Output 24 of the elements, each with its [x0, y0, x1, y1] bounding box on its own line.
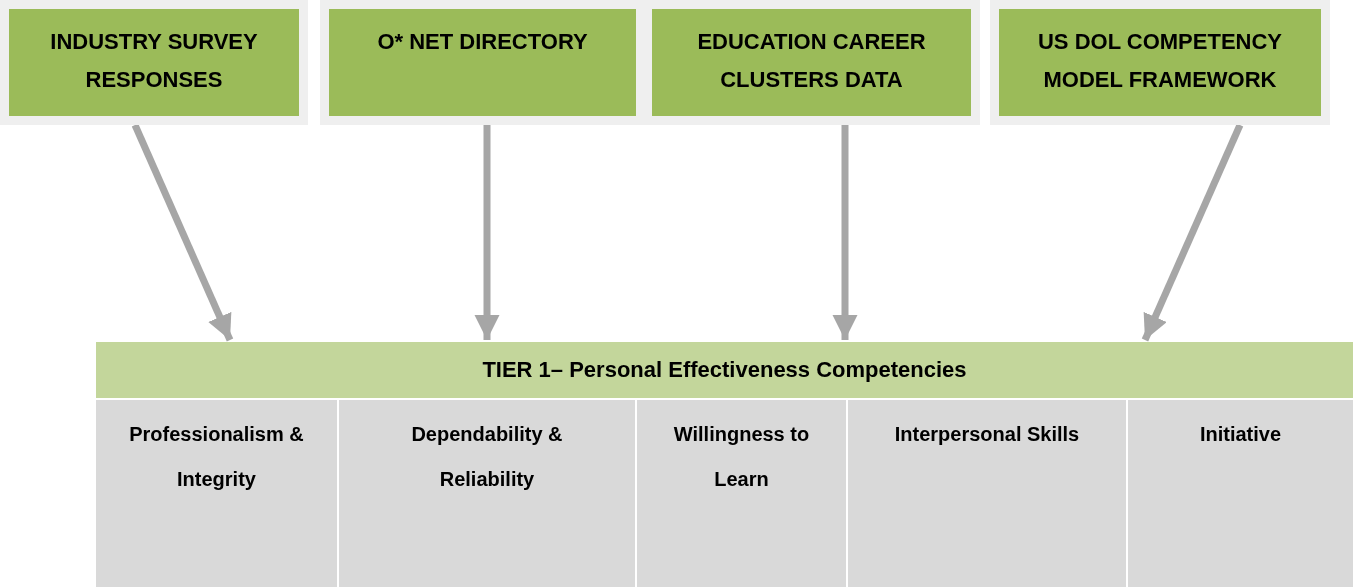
- competency-name: Interpersonal Skills: [894, 422, 1080, 447]
- source-box: [0, 0, 308, 125]
- arrow: [832, 125, 858, 340]
- source-box: [320, 0, 645, 125]
- competency-name: Willingness to Learn: [672, 422, 811, 492]
- competency-cell: [1128, 400, 1353, 587]
- tier-title: TIER 1– Personal Effectiveness Competencies: [482, 357, 967, 383]
- source-title: US DOL COMPETENCY MODEL FRAMEWORK: [1036, 28, 1284, 94]
- arrow: [474, 125, 500, 340]
- competency-name: Initiative: [1199, 422, 1282, 447]
- source-box: [643, 0, 980, 125]
- competency-cell: [848, 400, 1126, 587]
- source-box: [990, 0, 1330, 125]
- tier-panel: [96, 342, 1353, 587]
- arrow: [1141, 123, 1244, 342]
- competency-name: Professionalism & Integrity: [129, 422, 304, 492]
- source-title: EDUCATION CAREER CLUSTERS DATA: [696, 28, 927, 94]
- competency-cell: [96, 400, 337, 587]
- competency-name: Dependability & Reliability: [410, 422, 564, 492]
- source-title: INDUSTRY SURVEY RESPONSES: [49, 28, 259, 94]
- source-title: O* NET DIRECTORY: [377, 28, 588, 56]
- competency-cell: [339, 400, 635, 587]
- competency-cell: [637, 400, 846, 587]
- arrow: [131, 123, 234, 342]
